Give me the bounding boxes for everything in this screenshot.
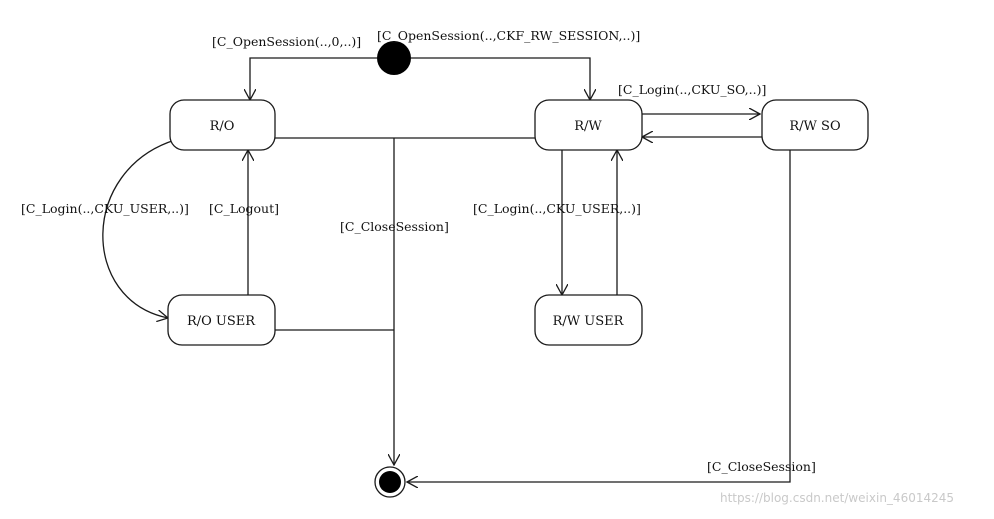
initial-state: [377, 41, 411, 75]
state-rouser-label: R/O USER: [187, 314, 256, 329]
label-logout: [C_Logout]: [209, 201, 279, 216]
label-open-rw: [C_OpenSession(..,CKF_RW_SESSION,..)]: [377, 28, 640, 43]
label-login-user-rw: [C_Login(..,CKU_USER,..)]: [473, 201, 641, 216]
label-close-session-right: [C_CloseSession]: [707, 459, 816, 474]
watermark-text: https://blog.csdn.net/weixin_46014245: [720, 491, 954, 505]
edge-open-rw: [411, 57, 590, 100]
edge-open-ro: [250, 57, 377, 100]
final-state: [374, 466, 406, 498]
label-close-session-center: [C_CloseSession]: [340, 219, 449, 234]
edge-close-rwso: [407, 150, 791, 482]
state-rwso-label: R/W SO: [789, 119, 840, 134]
state-ro-label: R/O: [210, 119, 235, 134]
state-rwso: R/W SO: [761, 99, 869, 151]
label-login-user-ro: [C_Login(..,CKU_USER,..)]: [21, 201, 189, 216]
state-rwuser: R/W USER: [534, 294, 643, 346]
state-rouser: R/O USER: [167, 294, 276, 346]
state-rwuser-label: R/W USER: [553, 314, 625, 329]
state-ro: R/O: [169, 99, 276, 151]
label-login-so: [C_Login(..,CKU_SO,..)]: [618, 82, 766, 97]
state-rw-label: R/W: [574, 119, 602, 134]
state-rw: R/W: [534, 99, 643, 151]
label-open-ro: [C_OpenSession(..,0,..)]: [212, 34, 361, 49]
edge-login-user-ro: [102, 139, 176, 318]
